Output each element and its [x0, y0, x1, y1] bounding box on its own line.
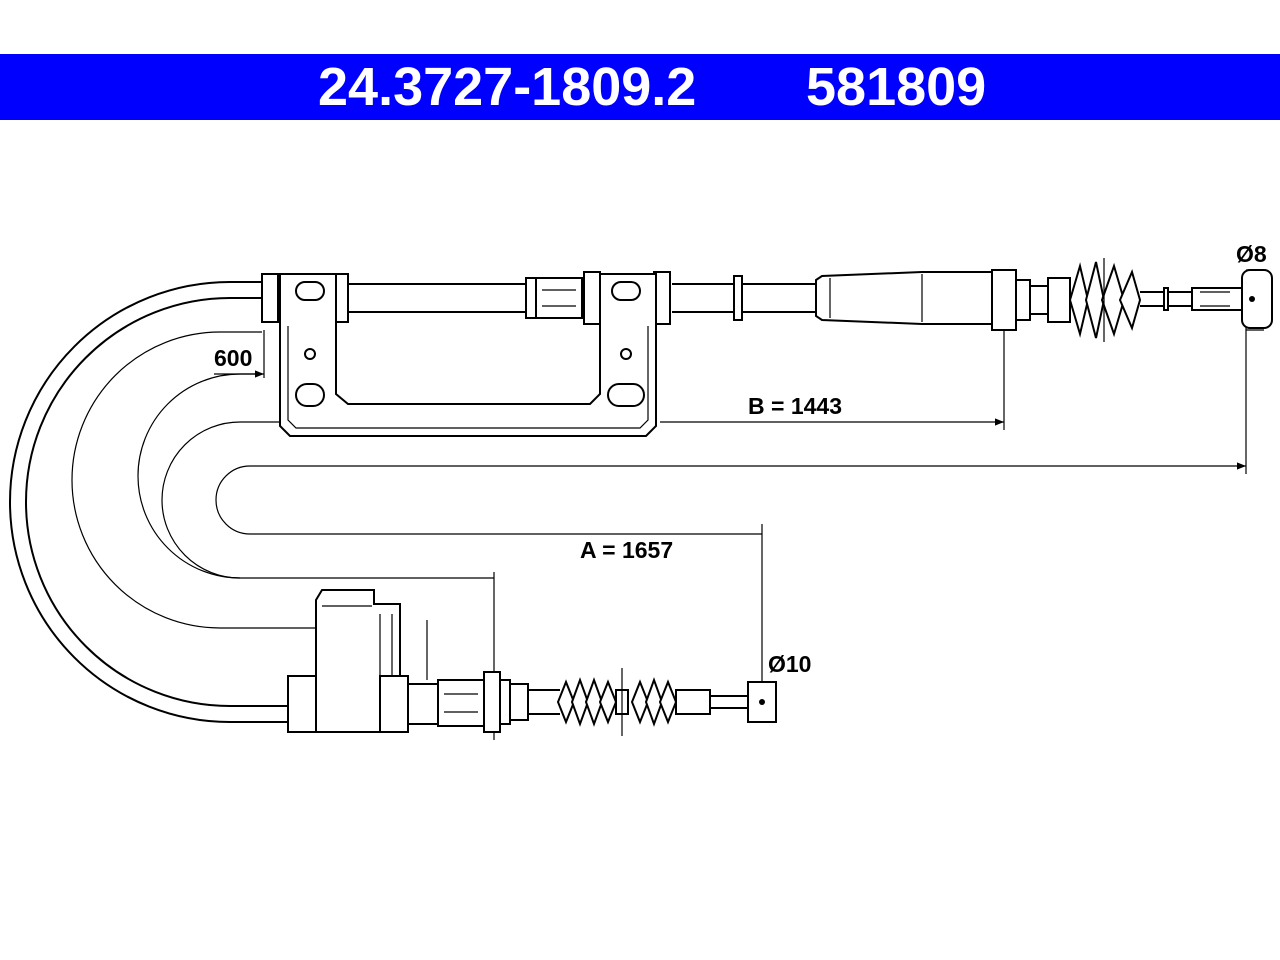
upper-end-fitting	[815, 258, 1273, 342]
part-number: 24.3727-1809.2	[318, 57, 697, 117]
diameter-top-label: Ø8	[1236, 241, 1267, 267]
a-dimension-label: A = 1657	[580, 537, 673, 563]
mounting-bracket	[279, 273, 657, 437]
upper-cable	[261, 271, 816, 325]
reference-number: 581809	[806, 57, 987, 117]
diameter-bottom-label: Ø10	[768, 651, 811, 677]
bend-dimension-label: 600	[214, 345, 252, 371]
title-bar: 24.3727-1809.2 581809	[0, 54, 1280, 120]
dimension-guides	[71, 269, 1264, 740]
b-dimension-label: B = 1443	[748, 393, 842, 419]
cable-sheath	[9, 281, 290, 723]
lower-end-fitting	[287, 589, 777, 736]
